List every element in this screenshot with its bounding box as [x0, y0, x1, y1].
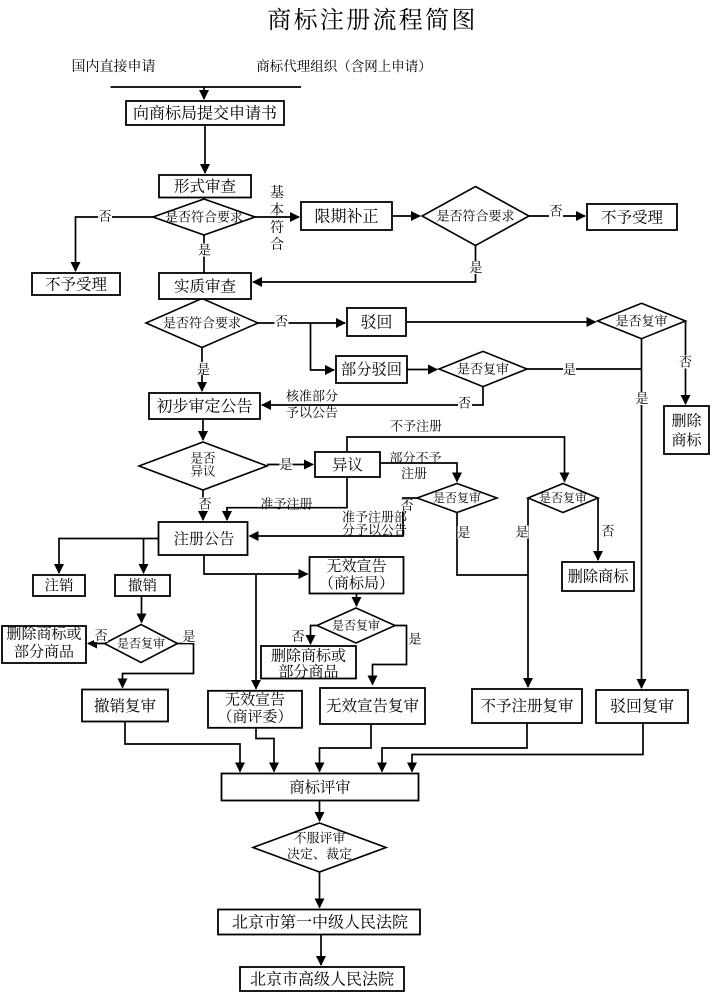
- svg-text:不予受理: 不予受理: [601, 209, 664, 227]
- svg-text:否: 否: [275, 314, 288, 329]
- svg-text:是: 是: [182, 629, 195, 644]
- svg-text:形式审查: 形式审查: [174, 177, 236, 196]
- svg-text:商标: 商标: [671, 432, 702, 449]
- svg-text:驳回: 驳回: [360, 314, 392, 332]
- svg-text:是: 是: [515, 525, 528, 540]
- svg-text:否: 否: [549, 204, 562, 219]
- svg-text:不予注册复审: 不予注册复审: [480, 696, 573, 715]
- svg-text:实质审查: 实质审查: [174, 277, 236, 296]
- svg-text:删除商标或: 删除商标或: [6, 625, 81, 643]
- svg-text:准予注册部: 准予注册部: [342, 510, 407, 525]
- svg-text:是否复审: 是否复审: [117, 636, 165, 651]
- svg-text:是: 是: [197, 362, 210, 377]
- svg-text:是: 是: [457, 525, 470, 540]
- svg-text:基: 基: [270, 184, 284, 201]
- svg-text:注册: 注册: [401, 466, 427, 481]
- svg-text:是否: 是否: [190, 452, 216, 466]
- svg-text:是: 是: [635, 391, 648, 406]
- svg-text:是否复审: 是否复审: [457, 362, 509, 377]
- svg-text:否: 否: [198, 497, 211, 512]
- svg-text:部分驳回: 部分驳回: [341, 362, 402, 379]
- svg-text:是: 是: [408, 632, 421, 647]
- svg-text:不服评审: 不服评审: [293, 831, 345, 846]
- svg-text:无效宣告: 无效宣告: [326, 558, 386, 575]
- svg-text:否: 否: [400, 498, 413, 513]
- svg-text:分予以公告: 分予以公告: [342, 523, 407, 538]
- svg-text:是否复审: 是否复审: [433, 490, 481, 505]
- svg-text:部分不予: 部分不予: [389, 451, 441, 466]
- svg-text:删除商标或: 删除商标或: [271, 647, 346, 665]
- svg-text:商标注册流程简图: 商标注册流程简图: [267, 7, 477, 34]
- svg-text:注销: 注销: [45, 577, 74, 595]
- svg-text:合: 合: [270, 237, 284, 253]
- svg-text:是: 是: [563, 362, 576, 377]
- svg-text:是否复审: 是否复审: [615, 314, 667, 329]
- svg-text:是否复审: 是否复审: [332, 618, 380, 633]
- svg-text:本: 本: [270, 202, 284, 219]
- svg-text:核准部分: 核准部分: [286, 389, 338, 404]
- svg-text:删除: 删除: [671, 412, 702, 430]
- svg-text:北京市高级人民法院: 北京市高级人民法院: [250, 970, 394, 989]
- svg-text:向商标局提交申请书: 向商标局提交申请书: [133, 104, 277, 123]
- svg-text:驳回复审: 驳回复审: [610, 697, 674, 716]
- svg-text:异议: 异议: [332, 456, 364, 474]
- svg-text:商标评审: 商标评审: [289, 778, 350, 796]
- svg-text:否: 否: [601, 524, 614, 539]
- svg-text:（商标局）: （商标局）: [319, 575, 394, 592]
- svg-text:商标代理组织（含网上申请）: 商标代理组织（含网上申请）: [256, 58, 432, 74]
- svg-text:否: 否: [458, 396, 471, 411]
- svg-text:否: 否: [94, 628, 107, 643]
- svg-text:限期补正: 限期补正: [314, 208, 378, 226]
- svg-text:是否符合要求: 是否符合要求: [165, 210, 243, 225]
- svg-text:撤销: 撤销: [128, 577, 157, 595]
- svg-text:不予受理: 不予受理: [45, 276, 108, 294]
- svg-text:是否符合要求: 是否符合要求: [436, 209, 514, 224]
- svg-text:北京市第一中级人民法院: 北京市第一中级人民法院: [232, 914, 408, 932]
- svg-text:部分商品: 部分商品: [14, 644, 74, 661]
- svg-text:予以公告: 予以公告: [286, 405, 338, 420]
- svg-text:不予注册: 不予注册: [390, 419, 442, 434]
- svg-text:是: 是: [198, 243, 211, 258]
- svg-text:是否复审: 是否复审: [539, 490, 587, 505]
- svg-text:异议: 异议: [190, 465, 216, 479]
- svg-text:部分商品: 部分商品: [278, 664, 338, 681]
- svg-text:无效宣告: 无效宣告: [225, 692, 285, 709]
- svg-text:否: 否: [291, 629, 304, 644]
- svg-text:无效宣告复审: 无效宣告复审: [326, 696, 419, 715]
- svg-text:国内直接申请: 国内直接申请: [72, 58, 156, 75]
- svg-text:是否符合要求: 是否符合要求: [163, 316, 241, 331]
- svg-text:撤销复审: 撤销复审: [94, 696, 156, 715]
- svg-text:是: 是: [469, 260, 482, 275]
- svg-text:否: 否: [98, 209, 111, 224]
- svg-text:否: 否: [679, 355, 692, 370]
- svg-text:（商评委）: （商评委）: [217, 709, 292, 726]
- svg-text:决定、裁定: 决定、裁定: [287, 847, 352, 862]
- svg-text:初步审定公告: 初步审定公告: [156, 397, 252, 416]
- svg-text:注册公告: 注册公告: [174, 531, 235, 548]
- svg-text:准予注册: 准予注册: [260, 497, 312, 512]
- svg-text:符: 符: [270, 220, 284, 236]
- svg-text:删除商标: 删除商标: [568, 568, 630, 586]
- svg-text:是: 是: [279, 457, 292, 472]
